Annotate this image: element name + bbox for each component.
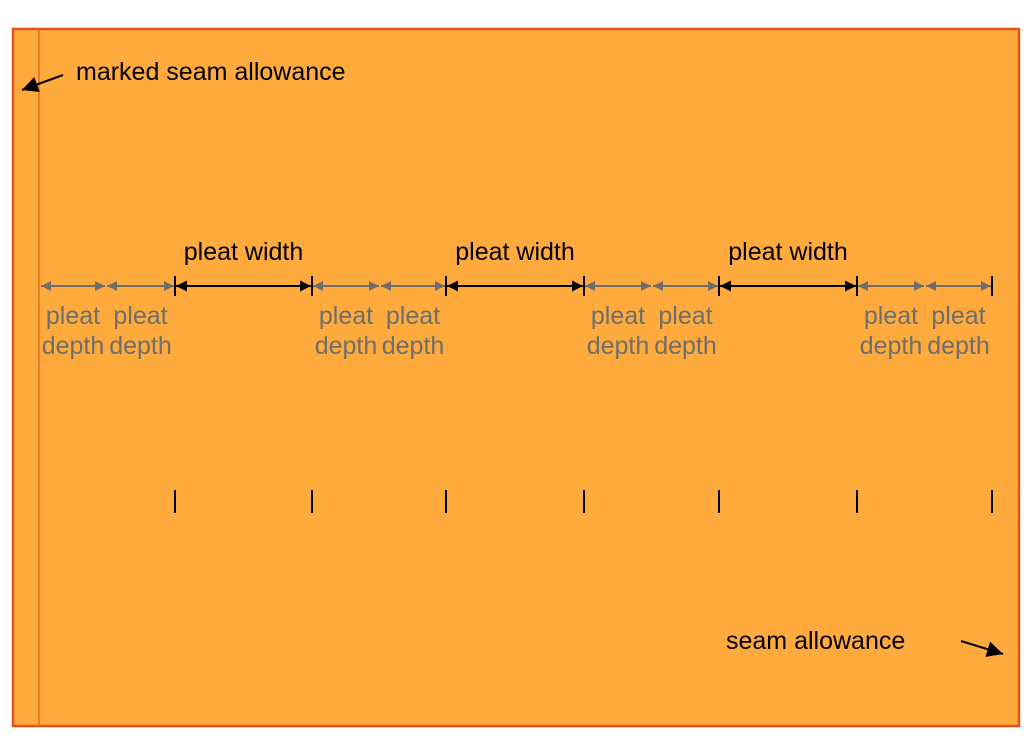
pleat-depth-label: pleat <box>931 302 985 330</box>
pleat-depth-label: depth <box>587 332 650 360</box>
pleat-depth-label: pleat <box>46 302 100 330</box>
marked-seam-arrow-icon <box>21 74 64 93</box>
seam-allowance-label: seam allowance <box>726 627 905 655</box>
seam-allowance-note: seam allowance <box>726 627 1004 657</box>
marked-seam-allowance-note: marked seam allowance <box>21 58 346 93</box>
pleat-width-label: pleat width <box>184 238 304 266</box>
pleat-depth-label: depth <box>109 332 172 360</box>
pleat-depth-label: pleat <box>658 302 712 330</box>
pleat-depth-label: pleat <box>591 302 645 330</box>
fabric-panel <box>11 27 1021 728</box>
pleat-depth-label: pleat <box>319 302 373 330</box>
pleat-depth-label: depth <box>860 332 923 360</box>
pleat-fold-marks <box>174 490 993 513</box>
pleat-depth-label: depth <box>382 332 445 360</box>
pleat-depth-label: depth <box>927 332 990 360</box>
pleat-depth-label: pleat <box>386 302 440 330</box>
pleat-depth-label: pleat <box>113 302 167 330</box>
pleat-width-label: pleat width <box>455 238 575 266</box>
pleat-depth-label: depth <box>42 332 105 360</box>
pleat-depth-label: depth <box>654 332 717 360</box>
pleat-width-label: pleat width <box>728 238 848 266</box>
seam-allowance-arrow-icon <box>960 640 1004 657</box>
pleat-depth-label: pleat <box>864 302 918 330</box>
marked-seam-allowance-label: marked seam allowance <box>76 58 346 86</box>
pleat-depth-label: depth <box>315 332 378 360</box>
